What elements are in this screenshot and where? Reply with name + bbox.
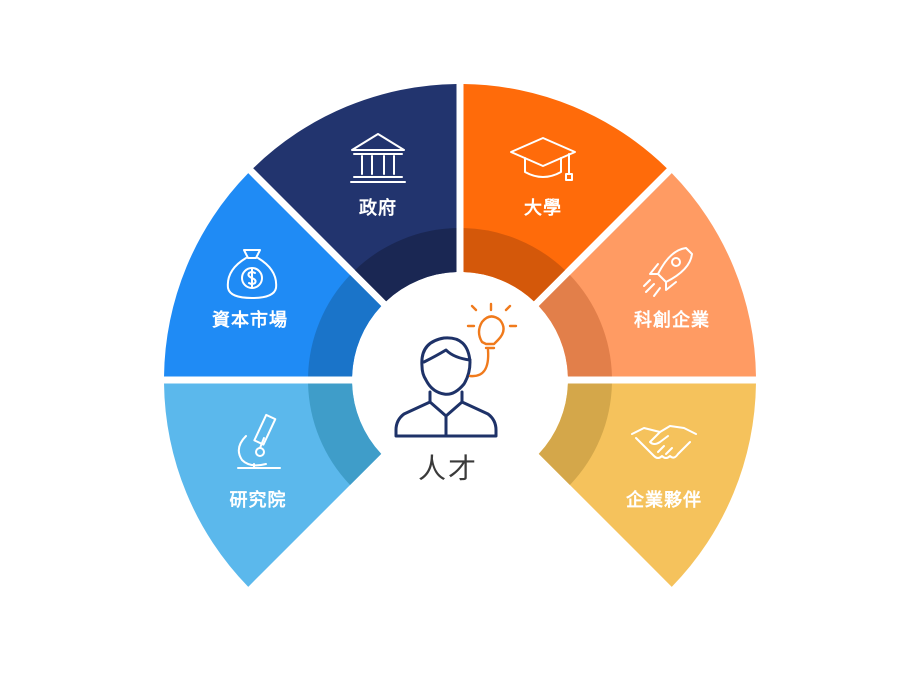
segment-inner-tech [538,275,612,377]
microscope-icon [237,413,281,469]
segment-inner-gov [355,228,457,302]
person-idea-icon [394,302,518,438]
label-univ: 大學 [524,197,562,219]
label-research: 研究院 [230,489,287,511]
rocket-icon [643,247,693,297]
segment-inner-partners [538,383,612,485]
center-label: 人才 [418,452,478,485]
label-gov: 政府 [359,197,397,219]
money-bag-icon [226,249,278,299]
segment-inner-capital [308,275,382,377]
handshake-icon [631,425,697,459]
graduation-cap-icon [510,137,576,181]
segment-inner-univ [463,228,565,302]
segment-inner-research [308,383,382,485]
label-capital: 資本市場 [212,309,288,331]
label-partners: 企業夥伴 [625,489,702,511]
government-icon [350,133,406,183]
label-tech: 科創企業 [634,309,710,331]
